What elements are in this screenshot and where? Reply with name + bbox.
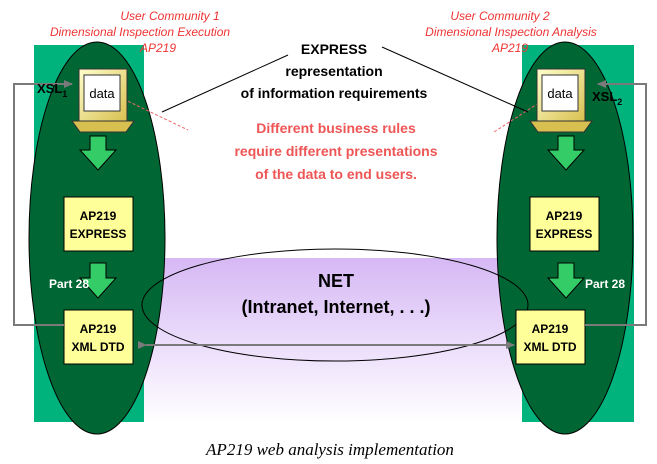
right-community-ap: AP219 <box>491 41 528 55</box>
left-express-box-line2: EXPRESS <box>70 227 127 241</box>
right-express-connector <box>381 46 529 113</box>
net-band <box>144 258 522 422</box>
express-note-line1: EXPRESS <box>301 41 367 57</box>
left-community-title: User Community 1 <box>120 9 219 23</box>
left-xsl-label: XSL1 <box>37 81 67 99</box>
left-dtd-box <box>63 309 134 365</box>
left-community-ap: AP219 <box>139 41 176 55</box>
business-rules-line1: Different business rules <box>256 120 416 136</box>
right-xsl-label: XSL2 <box>592 89 622 107</box>
left-dtd-box-line2: XML DTD <box>71 340 124 354</box>
express-note-line3: of information requirements <box>241 85 428 101</box>
right-community-subtitle: Dimensional Inspection Analysis <box>425 25 597 39</box>
right-dtd-box-line1: AP219 <box>532 322 569 336</box>
right-community-title: User Community 2 <box>450 9 550 23</box>
left-express-box-line1: AP219 <box>80 209 117 223</box>
figure-caption: AP219 web analysis implementation <box>205 440 454 459</box>
left-express-connector <box>161 54 289 113</box>
right-xsl-loop <box>585 80 647 326</box>
right-express-box-line1: AP219 <box>546 209 583 223</box>
right-dtd-box <box>515 309 586 365</box>
left-dtd-box-line1: AP219 <box>80 322 117 336</box>
left-part-label: Part 28 <box>49 277 89 291</box>
left-express-box <box>63 196 134 252</box>
left-monitor-icon <box>71 68 135 133</box>
left-community-subtitle: Dimensional Inspection Execution <box>50 25 230 39</box>
right-monitor-label: data <box>547 86 573 101</box>
left-arrow-down-icon-1 <box>78 135 118 171</box>
net-subtitle: (Intranet, Internet, . . .) <box>241 297 430 317</box>
right-dtd-box-line2: XML DTD <box>523 340 576 354</box>
net-title: NET <box>318 271 354 291</box>
business-rules-line2: require different presentations <box>234 143 437 159</box>
right-arrow-down-icon-2 <box>546 262 586 299</box>
left-xsl-loop <box>13 80 73 326</box>
right-monitor-icon <box>529 68 593 133</box>
net-ellipse <box>141 248 529 362</box>
express-note-line2: representation <box>285 63 382 79</box>
left-arrow-down-icon-2 <box>78 262 118 299</box>
business-rules-line3: of the data to end users. <box>255 166 417 182</box>
right-arrow-down-icon-1 <box>546 135 586 171</box>
right-express-box <box>529 196 600 252</box>
left-monitor-label: data <box>89 86 115 101</box>
right-express-box-line2: EXPRESS <box>536 227 593 241</box>
right-part-label: Part 28 <box>585 277 625 291</box>
